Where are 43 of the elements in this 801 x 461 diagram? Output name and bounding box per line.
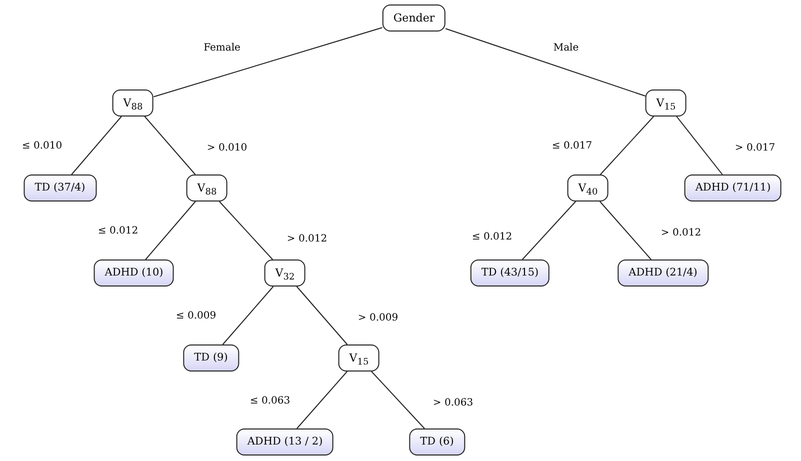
branch-line: [599, 201, 652, 260]
branch-line: [676, 116, 723, 175]
edge-label: > 0.009: [356, 312, 400, 324]
leaf-node: TD (6): [409, 428, 465, 456]
leaf-node: ADHD (10): [94, 260, 174, 286]
edge-label: ≤ 0.063: [248, 396, 292, 406]
edge-label: > 0.017: [734, 142, 776, 154]
edge-label: > 0.063: [432, 398, 474, 408]
leaf-node: TD (37/4): [24, 174, 96, 202]
branch-line: [222, 286, 274, 345]
split-node: V$_{15}$: [645, 90, 687, 116]
split-node: V$_{88}$: [112, 90, 154, 116]
leaf-node: TD (43/15): [470, 260, 550, 286]
branch-line: [296, 286, 348, 345]
split-node: V$_{40}$: [567, 174, 609, 202]
edge-label: ≤ 0.010: [20, 140, 64, 152]
branch-line: [296, 371, 348, 429]
branch-line: [144, 116, 196, 175]
leaf-node: TD (9): [183, 344, 239, 372]
branch-line: [600, 116, 654, 175]
branch-line: [522, 201, 576, 260]
edge-label: Female: [202, 42, 242, 54]
edge-label: > 0.010: [206, 142, 248, 154]
edge-label: ≤ 0.012: [96, 226, 140, 236]
edge-label: ≤ 0.009: [174, 310, 218, 322]
edge-label: ≤ 0.012: [470, 232, 514, 242]
branch-line: [371, 371, 425, 429]
leaf-node: ADHD (71/11): [684, 174, 782, 202]
edge-label: ≤ 0.017: [550, 140, 594, 152]
split-node: V$_{88}$: [186, 174, 228, 202]
branch-line: [145, 201, 196, 260]
edge-label: Male: [552, 42, 580, 54]
branch-line: [218, 201, 274, 260]
branch-line: [153, 27, 383, 98]
edge-label: > 0.012: [286, 234, 328, 244]
leaf-node: ADHD (13 / 2): [236, 428, 334, 456]
leaf-node: ADHD (21/4): [618, 260, 708, 286]
branch-line: [445, 28, 646, 97]
edge-label: > 0.012: [660, 228, 702, 238]
split-node: Gender: [382, 4, 446, 32]
branch-line: [71, 116, 122, 175]
split-node: V$_{32}$: [264, 260, 306, 286]
split-node: V$_{15}$: [338, 344, 380, 372]
